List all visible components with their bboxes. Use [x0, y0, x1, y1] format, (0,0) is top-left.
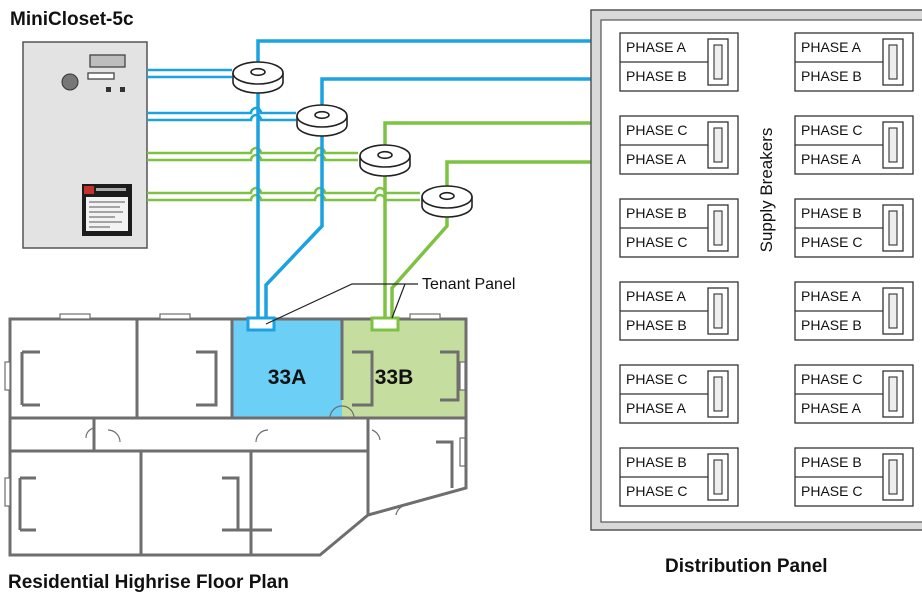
breaker-module: PHASE B PHASE C: [619, 198, 739, 258]
breaker-switch-icon: [707, 121, 729, 169]
ct-icon: [421, 185, 473, 218]
unit-33a-label: 33A: [268, 366, 307, 389]
supply-line-a1: [256, 36, 630, 70]
phase-label: PHASE C: [801, 371, 862, 387]
breaker-switch-icon: [707, 287, 729, 335]
breaker-module: PHASE A PHASE B: [619, 32, 739, 92]
ct-icon: [296, 104, 348, 137]
slot-icon: [87, 72, 115, 80]
phase-label: PHASE C: [801, 234, 862, 250]
phase-label: PHASE A: [801, 400, 862, 416]
phase-label: PHASE A: [801, 39, 862, 55]
nameplate-label-icon: [82, 184, 132, 236]
phase-label: PHASE B: [626, 68, 687, 84]
current-transformers: [232, 61, 473, 218]
floor-plan-title: Residential Highrise Floor Plan: [8, 572, 289, 593]
breaker-switch-icon: [882, 287, 904, 335]
breaker-module: PHASE B PHASE C: [794, 198, 914, 258]
phase-label: PHASE B: [626, 205, 687, 221]
supply-line-b1: [383, 118, 630, 153]
floor-plan: 33A 33B: [4, 313, 468, 557]
breaker-switch-icon: [707, 204, 729, 252]
breaker-switch-icon: [882, 370, 904, 418]
phase-label: PHASE A: [626, 400, 687, 416]
phase-label: PHASE A: [626, 288, 687, 304]
phase-label: PHASE B: [801, 205, 862, 221]
supply-line-a2: [320, 74, 630, 113]
breaker-switch-icon: [707, 38, 729, 86]
tenant-panel-label: Tenant Panel: [422, 276, 515, 293]
tenant-feed-lines: [256, 90, 449, 322]
phase-label: PHASE A: [626, 151, 687, 167]
breaker-module: PHASE B PHASE C: [619, 447, 739, 507]
phase-label: PHASE A: [626, 39, 687, 55]
ct-icon: [232, 61, 284, 94]
breaker-module: PHASE A PHASE B: [794, 32, 914, 92]
knob-icon: [61, 73, 79, 91]
breaker-switch-icon: [882, 453, 904, 501]
breaker-module: PHASE C PHASE A: [619, 364, 739, 424]
minicloset-title: MiniCloset-5c: [10, 9, 134, 30]
minicloset-cabinet: [22, 41, 148, 249]
supply-line-b2: [445, 157, 630, 194]
unit-33b-label: 33B: [375, 366, 414, 389]
ct-icon: [359, 144, 411, 177]
breaker-module: PHASE A PHASE B: [794, 281, 914, 341]
tenant-panel-33b: [370, 316, 400, 332]
breaker-module: PHASE B PHASE C: [794, 447, 914, 507]
feed-wires: [147, 68, 420, 202]
breaker-module: PHASE C PHASE A: [619, 115, 739, 175]
phase-label: PHASE B: [626, 317, 687, 333]
breaker-module: PHASE C PHASE A: [794, 364, 914, 424]
phase-label: PHASE B: [801, 317, 862, 333]
phase-label: PHASE B: [626, 454, 687, 470]
distribution-panel-title: Distribution Panel: [665, 556, 828, 577]
phase-label: PHASE C: [626, 122, 687, 138]
phase-label: PHASE B: [801, 454, 862, 470]
phase-label: PHASE A: [801, 288, 862, 304]
supply-breakers-label: Supply Breakers: [757, 128, 776, 253]
phase-label: PHASE C: [626, 371, 687, 387]
supply-lines: [256, 36, 630, 194]
breaker-switch-icon: [882, 38, 904, 86]
phase-label: PHASE B: [801, 68, 862, 84]
unit-33a-area: [232, 320, 342, 418]
phase-label: PHASE A: [801, 151, 862, 167]
breaker-switch-icon: [707, 370, 729, 418]
breaker-module: PHASE A PHASE B: [619, 281, 739, 341]
phase-label: PHASE C: [801, 122, 862, 138]
breaker-switch-icon: [882, 204, 904, 252]
tenant-panel-33a: [246, 316, 276, 332]
tenant-panel-callout: Tenant Panel: [265, 276, 515, 325]
phase-label: PHASE C: [626, 483, 687, 499]
phase-label: PHASE C: [626, 234, 687, 250]
display-icon: [89, 54, 126, 68]
phase-label: PHASE C: [801, 483, 862, 499]
unit-33b-area: [342, 320, 466, 418]
breaker-switch-icon: [707, 453, 729, 501]
breaker-switch-icon: [882, 121, 904, 169]
breaker-module: PHASE C PHASE A: [794, 115, 914, 175]
